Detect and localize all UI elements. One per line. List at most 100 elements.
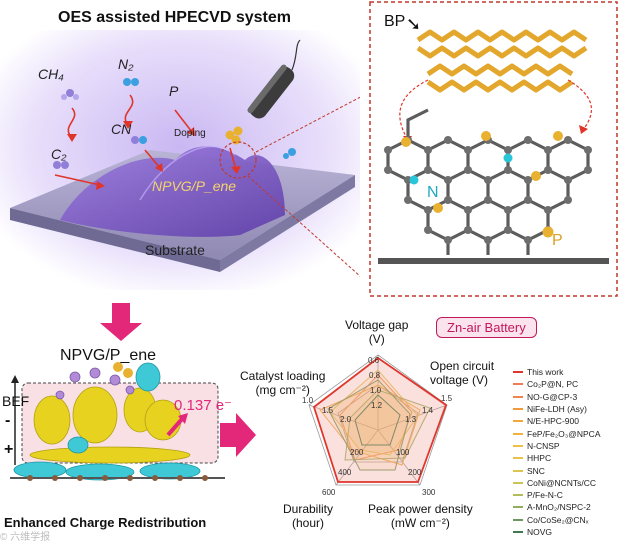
plus-label: + [4, 441, 14, 458]
charge-depletion [13, 362, 201, 481]
axis-durability-unit: (hour) [292, 516, 325, 530]
legend-item: FeP/Fe₂O₃@NPCA [513, 427, 617, 439]
axis-durability: Durability (hour) [283, 502, 333, 530]
legend-label: FeP/Fe₂O₃@NPCA [527, 428, 601, 439]
legend-item: This work [513, 366, 617, 378]
svg-text:100: 100 [396, 448, 410, 457]
this-work-polygon [312, 356, 448, 483]
legend-label: NO-G@CP-3 [527, 391, 578, 402]
legend-swatch [513, 518, 523, 521]
charge-value: 0.137 e⁻ [174, 397, 232, 414]
n2-molecule [123, 78, 139, 86]
substrate-label: Substrate [145, 242, 205, 258]
legend-item: Co/CoSe₂@CNₓ [513, 514, 617, 526]
legend-item: N/E-HPC-900 [513, 415, 617, 427]
axis-ocv-unit: (V) [472, 373, 489, 387]
oes-probe [247, 64, 295, 119]
legend-swatch [513, 457, 523, 460]
svg-text:200: 200 [408, 468, 422, 477]
axis-loading: Catalyst loading (mg cm⁻²) [240, 369, 325, 397]
hpecvd-schematic [0, 30, 360, 290]
legend-label: This work [527, 367, 564, 378]
legend-item: A-MnO₂/NSPC-2 [513, 501, 617, 513]
svg-text:2.0: 2.0 [340, 415, 352, 424]
ch4-molecule [61, 89, 79, 100]
minus-label: - [5, 412, 11, 429]
legend-swatch [513, 481, 523, 484]
legend-swatch [513, 494, 523, 497]
axis-ppd-name: Peak power density [368, 502, 473, 516]
charge-caption: Enhanced Charge Redistribution [4, 515, 207, 530]
atomic-structure [369, 1, 618, 297]
svg-text:1.0: 1.0 [302, 396, 314, 405]
charge-density-panel [10, 303, 256, 481]
down-arrow [100, 303, 142, 341]
svg-text:1.2: 1.2 [371, 401, 383, 410]
bp-arrow: ➘ [406, 14, 422, 34]
legend-swatch [513, 506, 523, 509]
legend-label: Co₂P@N, PC [527, 379, 579, 390]
svg-text:1.3: 1.3 [405, 415, 417, 424]
axis-loading-unit: (mg cm⁻²) [255, 383, 310, 397]
legend-swatch [513, 444, 523, 447]
legend-item: NiFe-LDH (Asy) [513, 403, 617, 415]
p-label: P [169, 83, 179, 99]
svg-text:1.0: 1.0 [370, 386, 382, 395]
legend-label: CoNi@NCNTs/CC [527, 477, 597, 488]
phosphorus-atoms [401, 131, 563, 238]
p-cluster [225, 126, 243, 145]
axis-ppd: Peak power density (mW cm⁻²) [368, 502, 473, 530]
legend-item: CoNi@NCNTs/CC [513, 477, 617, 489]
substrate-bar [378, 258, 609, 264]
axis-ppd-unit: (mW cm⁻²) [390, 516, 450, 530]
p-atom-label: P [552, 232, 563, 249]
legend-swatch [513, 432, 523, 435]
axis-ocv: Open circuit voltage (V) [430, 359, 510, 387]
legend-label: NOVG [527, 527, 553, 537]
legend-item: NO-G@CP-3 [513, 391, 617, 403]
n2-label: N₂ [118, 56, 134, 72]
npvg-film [60, 146, 285, 237]
axis-durability-name: Durability [283, 502, 334, 516]
charge-accumulation [29, 386, 191, 464]
legend-swatch [513, 408, 523, 411]
bp-label: BP [384, 13, 406, 30]
svg-text:400: 400 [338, 468, 352, 477]
legend-item: P/Fe-N-C [513, 489, 617, 501]
legend-label: HHPC [527, 453, 552, 464]
c2-molecule [53, 161, 69, 169]
legend-label: SNC [527, 465, 545, 476]
svg-text:600: 600 [322, 488, 336, 497]
n-label: N [427, 184, 439, 201]
black-phosphorus-layers [416, 29, 588, 93]
legend-label: N-CNSP [527, 440, 560, 451]
legend-item: SNC [513, 464, 617, 476]
legend-item: NOVG [513, 526, 617, 538]
svg-text:1.5: 1.5 [322, 406, 334, 415]
axis-voltage-gap-name: Voltage gap [345, 318, 409, 332]
cn-label: CN [111, 121, 132, 137]
legend-item: Co₂P@N, PC [513, 378, 617, 390]
axis-voltage-gap-unit: (V) [368, 332, 385, 346]
schematic-title: OES assisted HPECVD system [58, 9, 291, 26]
film-label: NPVG/P_ene [152, 178, 237, 194]
svg-text:300: 300 [422, 488, 436, 497]
zn-air-badge: Zn-air Battery [436, 317, 537, 338]
ch4-label: CH₄ [38, 66, 64, 82]
svg-text:200: 200 [350, 448, 364, 457]
zoom-circle [219, 141, 257, 179]
legend-swatch [513, 420, 523, 423]
c2-label: C₂ [51, 146, 67, 162]
nitrogen-atoms [409, 153, 513, 185]
legend-item: N-CNSP [513, 440, 617, 452]
legend-label: N/E-HPC-900 [527, 416, 579, 427]
legend-label: P/Fe-N-C [527, 490, 563, 501]
axis-ocv-name: Open circuit voltage [430, 359, 495, 387]
legend-swatch [513, 383, 523, 386]
watermark: © 六维学报 [0, 532, 51, 543]
legend-label: Co/CoSe₂@CNₓ [527, 514, 589, 525]
